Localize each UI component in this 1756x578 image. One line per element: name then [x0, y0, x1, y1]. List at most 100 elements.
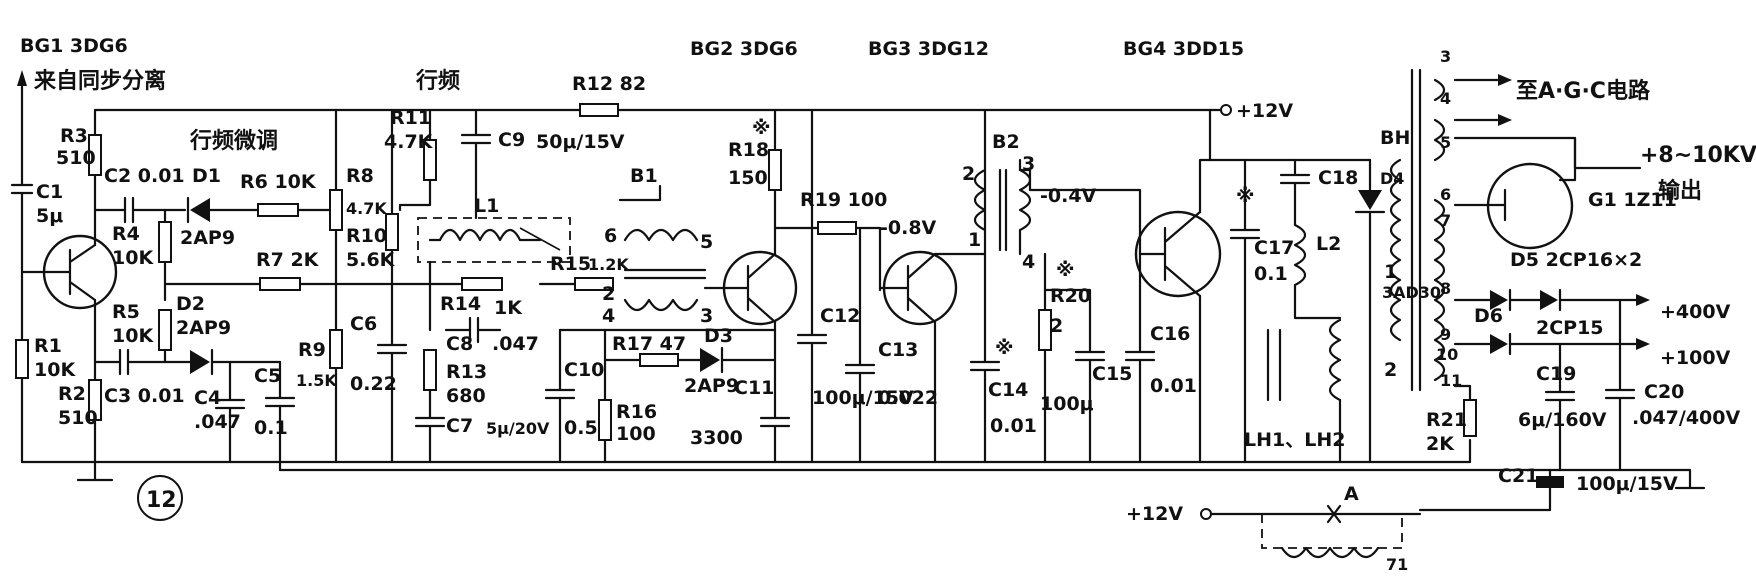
- bg4-leads: [1138, 210, 1202, 298]
- c12-value: 100μ/15V: [812, 387, 914, 409]
- c15-value: 100μ: [1040, 393, 1094, 415]
- d5-wire-b: [1508, 288, 1642, 312]
- c4-value: .047: [194, 411, 241, 433]
- d2-type: 2AP9: [176, 317, 231, 339]
- r18-value: 150: [728, 167, 768, 189]
- figure-number: 12: [146, 488, 177, 513]
- c17-capacitor: [1229, 158, 1261, 464]
- b1-pin-3: 3: [700, 305, 713, 327]
- c1-value: 5μ: [36, 205, 63, 227]
- ground-left-icon: [76, 460, 114, 482]
- r20-c15-wires: [1043, 288, 1106, 464]
- c21-label: C21: [1498, 465, 1538, 487]
- b1-pin-2: 2: [602, 283, 615, 305]
- agc-arrow-icon: [1498, 74, 1512, 126]
- lh-pin-1: 1: [1384, 261, 1397, 283]
- p12v-bottom-terminal: [1200, 508, 1212, 520]
- d2-wire: [93, 348, 282, 376]
- c4-capacitor: [214, 360, 246, 464]
- bh-label: BH: [1380, 127, 1410, 149]
- c13-value: 0.022: [878, 387, 938, 409]
- b1-pin-5: 5: [700, 231, 713, 253]
- p12v-terminal: [1220, 104, 1232, 116]
- a-dashed-box: [1261, 514, 1403, 549]
- b2-pin-1: 1: [968, 229, 981, 251]
- c12-label: C12: [820, 305, 860, 327]
- c15-label: C15: [1092, 363, 1132, 385]
- r2-label: R2: [58, 383, 86, 405]
- c19-label: C19: [1536, 363, 1576, 385]
- l1-adjust-arrow: [519, 227, 561, 251]
- r9-value: 1.5K: [296, 371, 337, 390]
- a-label: A: [1344, 483, 1359, 505]
- l1-inductor-icon: [438, 228, 522, 242]
- ground-rail: [20, 438, 1472, 464]
- bg4-transistor-icon: [1134, 210, 1222, 298]
- c1-label: C1: [36, 181, 63, 203]
- c10-capacitor: [544, 328, 576, 464]
- r10-label: R10: [346, 225, 387, 247]
- r19-wire-b: [854, 226, 882, 292]
- bh-pin-3: 3: [1440, 47, 1451, 66]
- d3-label: D3: [704, 325, 733, 347]
- c11-capacitor: [759, 320, 791, 464]
- r21-wire: [1453, 384, 1472, 402]
- c20-label: C20: [1644, 381, 1684, 403]
- r10-resistor: [385, 213, 399, 251]
- lh-label: LH1、LH2: [1244, 429, 1345, 451]
- r4-resistor: [158, 221, 172, 263]
- r16-value: 100: [616, 423, 656, 445]
- c9-label: C9: [498, 129, 525, 151]
- g1-leads: [1453, 136, 1642, 222]
- r8-potentiometer: [329, 189, 343, 231]
- r11-label: R11: [390, 107, 431, 129]
- bg4-collector-wire: [1198, 108, 1212, 214]
- r20-star: ※: [1056, 259, 1074, 281]
- d2-label: D2: [176, 293, 205, 315]
- r3-label: R3: [60, 125, 88, 147]
- c8-value: .047: [492, 333, 539, 355]
- c12-capacitor: [796, 108, 828, 464]
- d1-type: 2AP9: [180, 227, 235, 249]
- c14-label: C14: [988, 379, 1028, 401]
- v-neg04: -0.4V: [1040, 185, 1097, 207]
- c16-capacitor: [1124, 252, 1156, 464]
- d6-diode-icon: [1490, 334, 1508, 354]
- r3-value: 510: [56, 147, 96, 169]
- r18-label: R18: [728, 139, 769, 161]
- ground-right-icon: [1558, 468, 1706, 490]
- p100-arrow-icon: [1636, 338, 1650, 350]
- r15-resistor: [574, 277, 614, 291]
- r15-label: R15: [550, 253, 591, 275]
- sync-source-note: 来自同步分离: [33, 68, 166, 94]
- c7-label: C7: [446, 415, 473, 437]
- figure-number-circle: [137, 475, 183, 521]
- bh-pin-9: 9: [1440, 325, 1451, 344]
- c19-capacitor: [1544, 342, 1576, 472]
- d6-wire-b: [1508, 332, 1642, 356]
- b1-pin-6: 6: [604, 225, 617, 247]
- c16-label: C16: [1150, 323, 1190, 345]
- b1-secondary-coil: [623, 298, 699, 312]
- agc-note: 至A·G·C电路: [1516, 78, 1651, 104]
- r14-value: 1K: [494, 297, 523, 319]
- r12-resistor: [579, 103, 619, 117]
- bh-pin-10: 10: [1436, 345, 1458, 364]
- c4-label: C4: [194, 387, 221, 409]
- r14-label: R14: [440, 293, 481, 315]
- p100-label: +100V: [1660, 347, 1731, 369]
- l1-shield-box: [417, 217, 571, 263]
- c21-value: 100μ/15V: [1576, 473, 1678, 495]
- l2-inductor-icon: [1293, 223, 1307, 287]
- c6-value: 0.22: [350, 373, 397, 395]
- b2-primary-coil: [973, 168, 987, 232]
- r8-value: 4.7K: [346, 199, 387, 218]
- r1-label: R1: [34, 335, 62, 357]
- lh-wire: [1293, 283, 1342, 464]
- bh-pin-7: 7: [1440, 211, 1451, 230]
- c6-label: C6: [350, 313, 377, 335]
- r21-value: 2K: [1426, 433, 1455, 455]
- bh-pin-5: 5: [1440, 133, 1451, 152]
- b1-core: [623, 268, 707, 280]
